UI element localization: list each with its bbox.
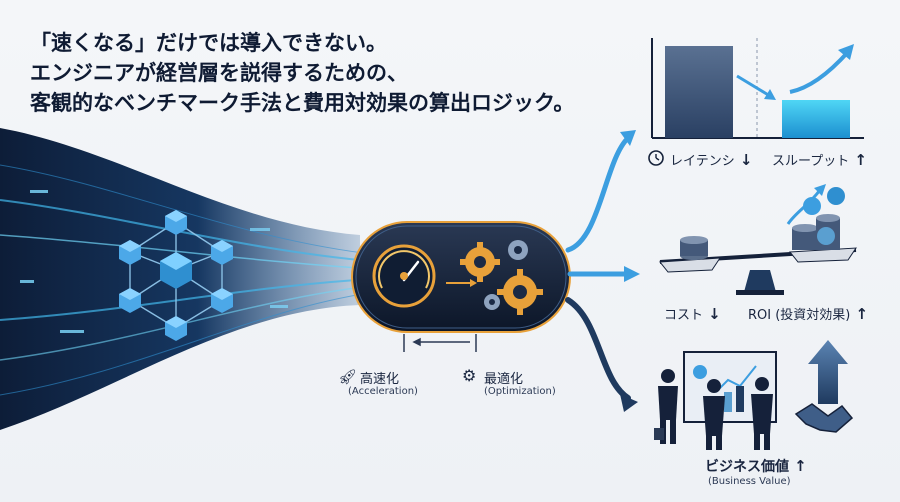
- cost-down-arrow: ↓: [708, 305, 721, 323]
- roi-up-arrow: ↑: [855, 305, 869, 323]
- person-man-2: [751, 377, 773, 450]
- throughput-metric: スループット ↑: [772, 150, 867, 169]
- business-value-metric: ビジネス価値 ↑: [705, 456, 807, 476]
- latency-down-arrow: ↓: [739, 151, 753, 169]
- growth-arrow-icon: [808, 340, 848, 404]
- headline: 「速くなる」だけでは導入できない。 エンジニアが経営層を説得するための、 客観的…: [30, 28, 650, 118]
- optimization-sub: (Optimization): [484, 386, 556, 397]
- acceleration-label: 高速化: [360, 372, 400, 387]
- coin-stack-small: [680, 236, 708, 260]
- latency-label: レイテンシ: [670, 154, 735, 169]
- roi-metric: ROI (投資対効果) ↑: [748, 304, 868, 323]
- rocket-icon: 🚀︎: [338, 368, 358, 386]
- coin-stack-large: [786, 184, 845, 250]
- cube-nodes: [119, 210, 233, 341]
- roi-label: ROI (投資対効果): [748, 308, 851, 323]
- throughput-up-arrow: ↑: [854, 151, 867, 169]
- business-value-sub: (Business Value): [708, 476, 791, 487]
- cost-metric: コスト ↓: [664, 304, 721, 323]
- optimization-label: 最適化: [484, 372, 524, 387]
- speed-gauge-icon: [372, 244, 436, 308]
- person-woman: [654, 369, 678, 444]
- throughput-bar: [782, 100, 850, 138]
- person-man-1: [703, 379, 725, 450]
- business-scene: [654, 340, 854, 450]
- gear-icon: ⚙: [462, 366, 477, 385]
- headline-line-3: 客観的なベンチマーク手法と費用対効果の算出ロジック。: [30, 91, 575, 115]
- balance-scale-icon: [659, 184, 857, 295]
- headline-line-1: 「速くなる」だけでは導入できない。: [30, 31, 387, 55]
- cycle-arrows: [403, 334, 477, 352]
- headline-line-2: エンジニアが経営層を説得するための、: [30, 61, 408, 85]
- latency-bar: [665, 46, 733, 138]
- gears-icon: [446, 240, 543, 315]
- output-arrows: [565, 130, 640, 412]
- performance-chart: [651, 38, 864, 139]
- acceleration-sub: (Acceleration): [348, 386, 418, 397]
- throughput-label: スループット: [772, 154, 850, 169]
- cost-label: コスト: [664, 308, 704, 323]
- business-value-label: ビジネス価値: [705, 459, 789, 475]
- handshake-icon: [794, 403, 854, 433]
- latency-metric: レイテンシ ↓: [670, 150, 752, 169]
- data-stream: [0, 128, 391, 430]
- clock-icon: [648, 150, 664, 166]
- business-value-up-arrow: ↑: [794, 457, 807, 475]
